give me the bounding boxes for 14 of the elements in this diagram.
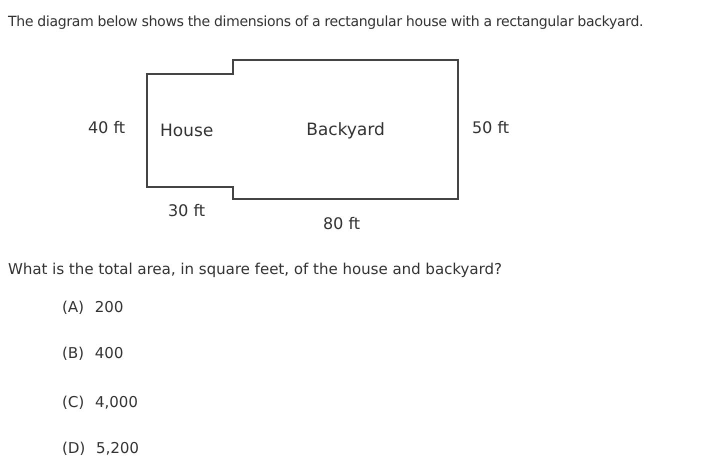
backyard-rectangle (232, 59, 459, 200)
answer-choice: (A) 200 (62, 298, 124, 316)
question-text: What is the total area, in square feet, of the house and backyard? (8, 260, 502, 278)
room-label: House (160, 120, 214, 140)
answer-choice: (D) 5,200 (62, 439, 139, 457)
question-text: The diagram below shows the dimensions of a rectangular house with a rectangular backyard. (8, 14, 644, 30)
dimension-label: 50 ft (472, 118, 510, 137)
room-label: Backyard (306, 120, 385, 140)
house-rectangle (146, 73, 234, 188)
answer-choice: (B) 400 (62, 344, 124, 362)
dimension-label: 40 ft (88, 118, 126, 137)
dimension-label: 80 ft (323, 214, 360, 233)
answer-choice: (C) 4,000 (62, 393, 138, 411)
dimension-label: 30 ft (168, 201, 206, 220)
